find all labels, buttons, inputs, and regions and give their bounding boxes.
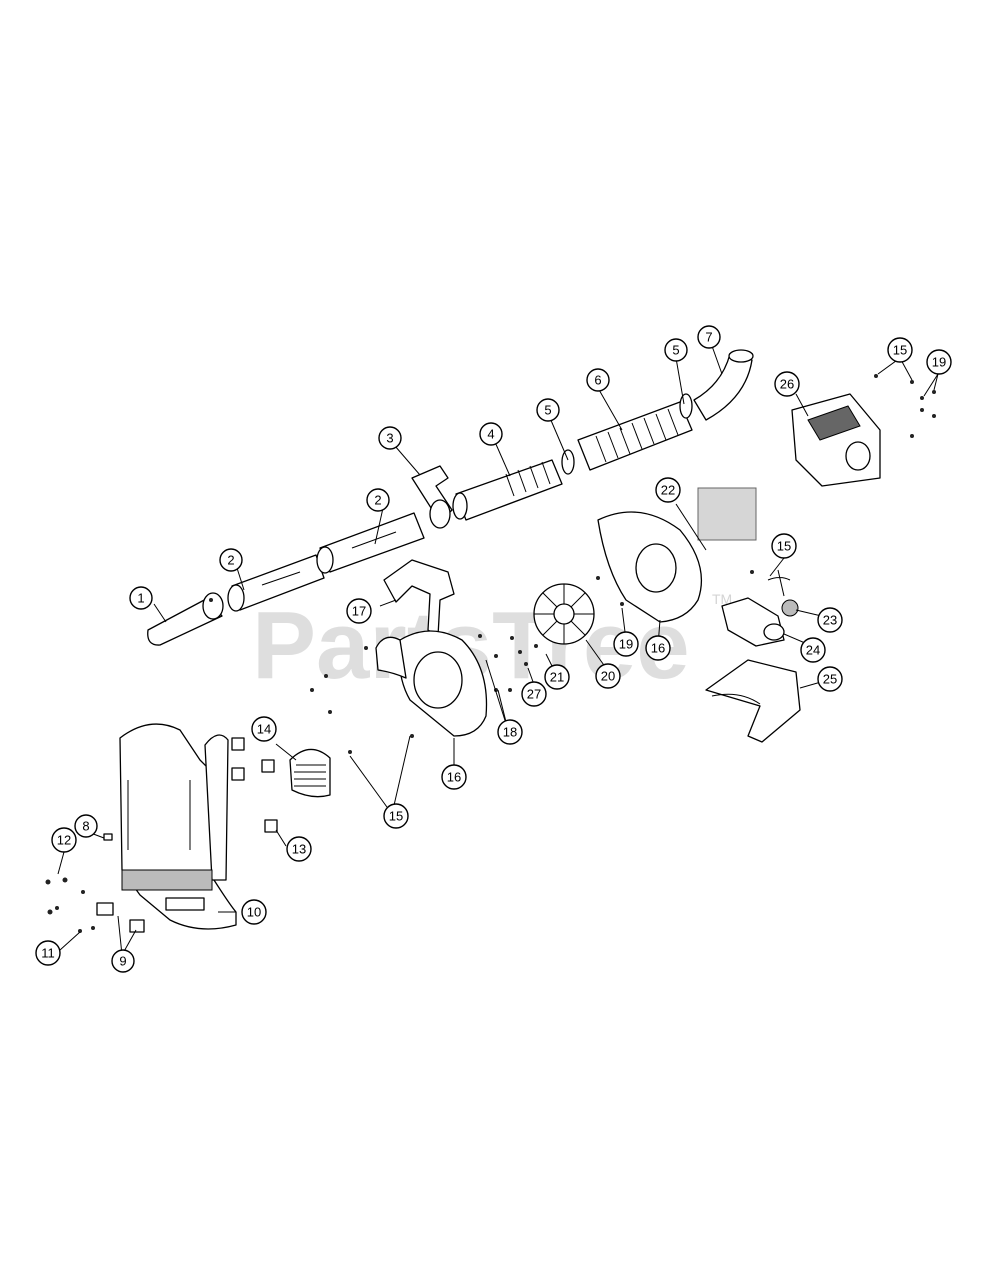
- svg-text:15: 15: [893, 343, 907, 358]
- callout-12[interactable]: 12: [51, 827, 77, 853]
- callout-2a[interactable]: 2: [219, 548, 243, 572]
- fan-housing-rear-part[interactable]: [597, 511, 702, 623]
- svg-text:4: 4: [487, 427, 494, 442]
- engine-cover-hardware: [874, 374, 936, 438]
- svg-text:9: 9: [119, 954, 126, 969]
- callout-15c[interactable]: 15: [887, 337, 913, 363]
- backpack-frame-part[interactable]: [119, 723, 237, 930]
- callout-20[interactable]: 20: [595, 663, 621, 689]
- tube-flex-lower[interactable]: [452, 459, 563, 521]
- svg-text:16: 16: [447, 770, 461, 785]
- callout-8[interactable]: 8: [74, 814, 98, 838]
- callout-6[interactable]: 6: [586, 368, 610, 392]
- callout-11[interactable]: 11: [35, 940, 61, 966]
- svg-text:17: 17: [352, 604, 366, 619]
- callout-21[interactable]: 21: [544, 664, 570, 690]
- svg-text:1: 1: [137, 591, 144, 606]
- svg-text:26: 26: [780, 377, 794, 392]
- label-decal-block: [697, 487, 757, 541]
- engine-cover-part[interactable]: [791, 393, 881, 487]
- callout-3[interactable]: 3: [378, 426, 402, 450]
- callout-16b[interactable]: 16: [645, 635, 671, 661]
- callout-18[interactable]: 18: [497, 719, 523, 745]
- svg-text:21: 21: [550, 670, 564, 685]
- callout-24[interactable]: 24: [800, 637, 826, 663]
- callout-10[interactable]: 10: [241, 899, 267, 925]
- hardware-scatter-front: [310, 634, 512, 754]
- flex-hose-part[interactable]: [577, 401, 693, 471]
- callout-2b[interactable]: 2: [366, 488, 390, 512]
- svg-text:19: 19: [932, 355, 946, 370]
- svg-text:27: 27: [527, 687, 541, 702]
- callout-19a[interactable]: 19: [613, 631, 639, 657]
- callout-14[interactable]: 14: [251, 716, 277, 742]
- callout-15b[interactable]: 15: [771, 533, 797, 559]
- callout-1[interactable]: 1: [129, 586, 153, 610]
- svg-text:14: 14: [257, 722, 271, 737]
- watermark-trademark: TM: [712, 591, 732, 607]
- svg-text:8: 8: [82, 819, 89, 834]
- callout-17[interactable]: 17: [346, 598, 372, 624]
- base-frame-part[interactable]: [705, 659, 801, 743]
- svg-text:15: 15: [389, 809, 403, 824]
- callout-13[interactable]: 13: [286, 836, 312, 862]
- svg-text:23: 23: [823, 613, 837, 628]
- svg-text:18: 18: [503, 725, 517, 740]
- strap-buckle-set[interactable]: [96, 833, 145, 933]
- tube-straight-lower[interactable]: [227, 554, 325, 612]
- hose-clamp-lower[interactable]: [561, 449, 575, 475]
- svg-text:19: 19: [619, 637, 633, 652]
- svg-text:5: 5: [672, 343, 679, 358]
- svg-text:2: 2: [227, 553, 234, 568]
- callout-27[interactable]: 27: [521, 681, 547, 707]
- elbow-part[interactable]: [693, 349, 754, 421]
- callout-7[interactable]: 7: [697, 325, 721, 349]
- svg-text:3: 3: [386, 431, 393, 446]
- nut-set-left: [45, 877, 95, 933]
- callout-9[interactable]: 9: [111, 949, 135, 973]
- fan-housing-front-part[interactable]: [375, 630, 488, 737]
- callout-26[interactable]: 26: [774, 371, 800, 397]
- svg-text:16: 16: [651, 641, 665, 656]
- svg-text:13: 13: [292, 842, 306, 857]
- svg-text:5: 5: [544, 403, 551, 418]
- svg-text:24: 24: [806, 643, 820, 658]
- svg-text:2: 2: [374, 493, 381, 508]
- callout-16a[interactable]: 16: [441, 764, 467, 790]
- svg-text:6: 6: [594, 373, 601, 388]
- impeller-hardware: [510, 576, 624, 666]
- svg-text:25: 25: [823, 672, 837, 687]
- callout-15a[interactable]: 15: [383, 803, 409, 829]
- intake-screen-part[interactable]: [289, 748, 331, 798]
- svg-text:22: 22: [661, 483, 675, 498]
- svg-text:12: 12: [57, 833, 71, 848]
- svg-text:10: 10: [247, 905, 261, 920]
- callout-22[interactable]: 22: [655, 477, 681, 503]
- knob-part[interactable]: [781, 599, 799, 617]
- callout-5a[interactable]: 5: [536, 398, 560, 422]
- callout-25[interactable]: 25: [817, 666, 843, 692]
- svg-text:15: 15: [777, 539, 791, 554]
- callout-4[interactable]: 4: [479, 422, 503, 446]
- callout-5b[interactable]: 5: [664, 338, 688, 362]
- impeller-part[interactable]: [533, 583, 595, 645]
- mount-bushing-set[interactable]: [231, 737, 278, 833]
- svg-text:7: 7: [705, 330, 712, 345]
- nozzle-part[interactable]: [147, 592, 224, 646]
- throttle-cable-part[interactable]: [750, 569, 791, 597]
- svg-text:20: 20: [601, 669, 615, 684]
- tube-straight-upper[interactable]: [316, 512, 425, 574]
- callout-23[interactable]: 23: [817, 607, 843, 633]
- callout-19b[interactable]: 19: [926, 349, 952, 375]
- hose-clamp-upper[interactable]: [679, 393, 693, 419]
- fuel-tank-part[interactable]: [721, 597, 785, 647]
- svg-text:11: 11: [41, 946, 55, 961]
- throttle-handle-part[interactable]: [411, 465, 453, 529]
